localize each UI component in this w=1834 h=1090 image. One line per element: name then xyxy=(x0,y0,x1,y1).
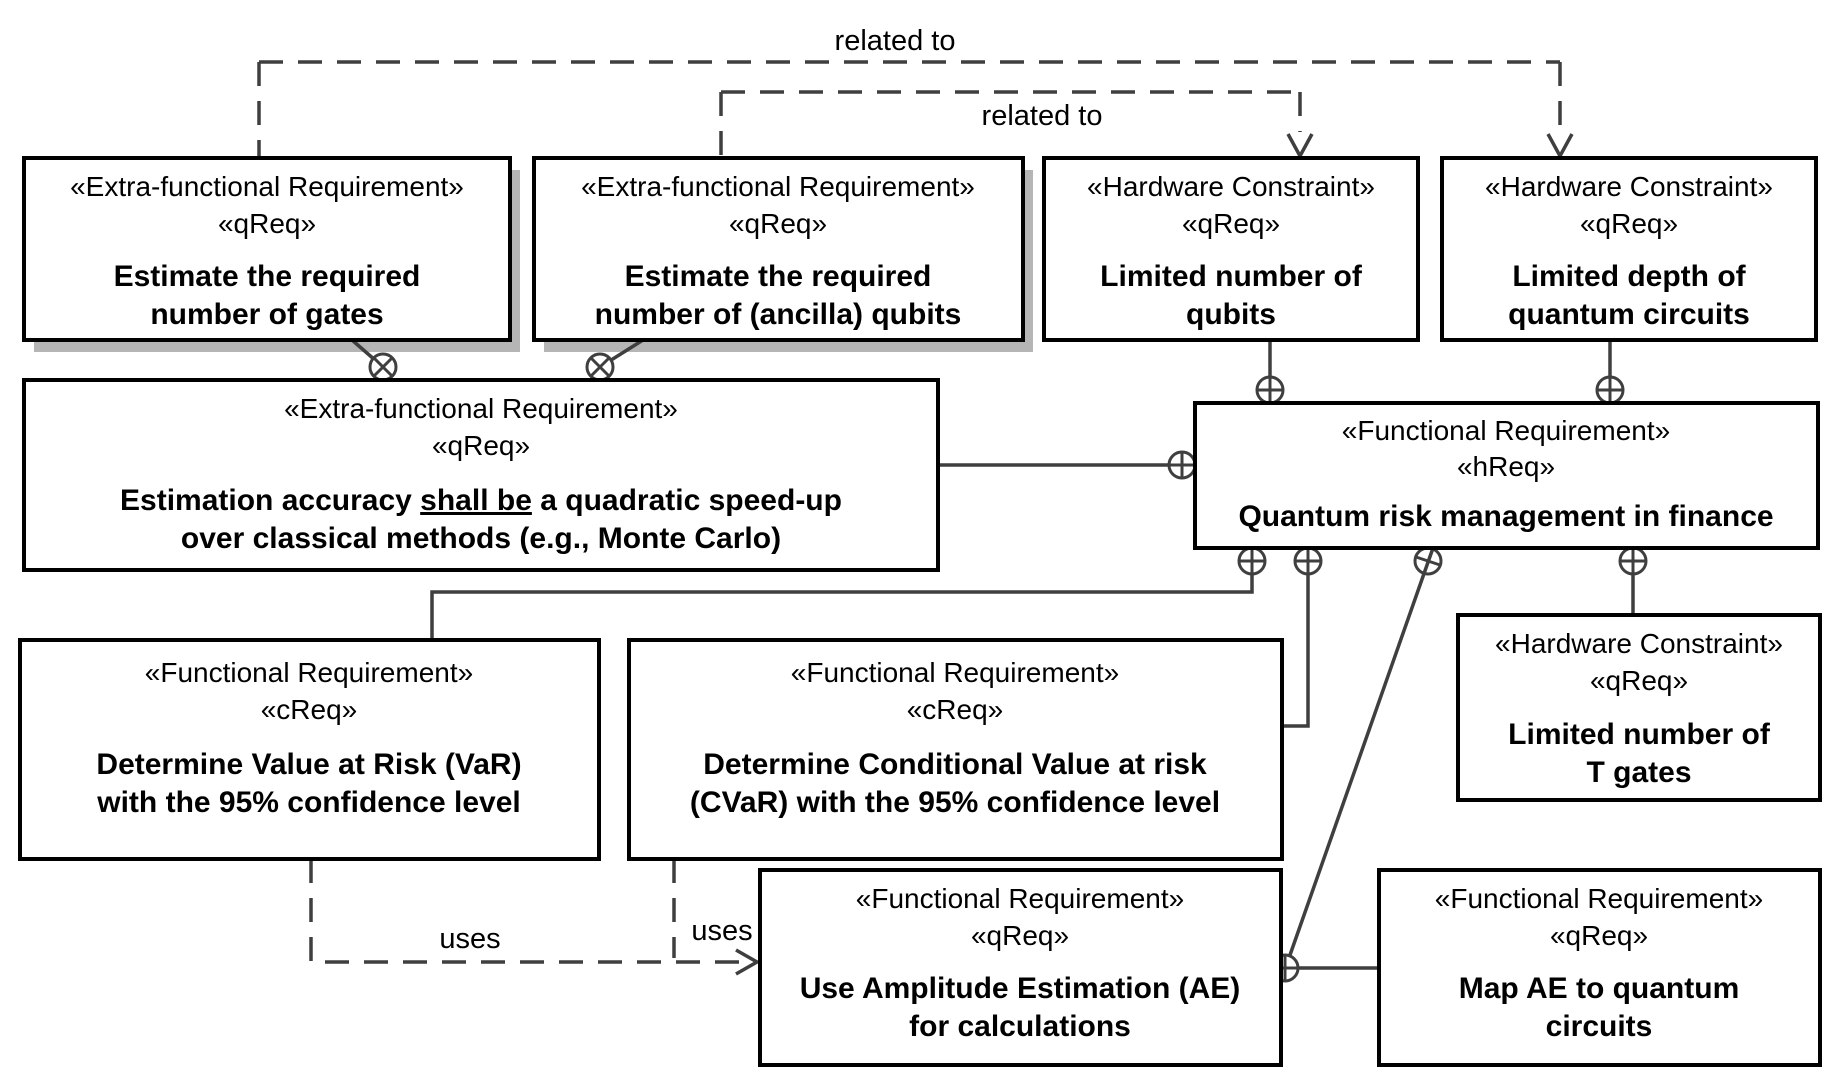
requirement-title: T gates xyxy=(1586,756,1691,789)
requirement-title: Quantum risk management in finance xyxy=(1238,500,1773,533)
requirement-title: Estimation accuracy shall be a quadratic… xyxy=(120,484,842,517)
containment-plus-mark xyxy=(1239,548,1265,574)
arrowhead-icon xyxy=(735,948,761,976)
stereotype-label: «qReq» xyxy=(1182,208,1280,239)
requirement-title: qubits xyxy=(1186,298,1276,331)
stereotype-label: «Hardware Constraint» xyxy=(1485,171,1773,202)
containment-line-cvar xyxy=(1282,561,1310,728)
requirement-title: number of gates xyxy=(150,298,383,331)
requirement-title: with the 95% confidence level xyxy=(96,786,520,819)
box-frame xyxy=(1042,156,1420,342)
stereotype-label: «Functional Requirement» xyxy=(145,657,473,688)
stereotype-label: «Functional Requirement» xyxy=(1435,883,1763,914)
box-frame xyxy=(22,156,512,342)
related-to-label-mid: related to xyxy=(982,100,1103,132)
related-to-label-top: related to xyxy=(835,25,956,57)
title-segment: Estimation accuracy xyxy=(120,484,420,517)
stereotype-label: «qReq» xyxy=(1580,208,1678,239)
title-segment: a quadratic speed-up xyxy=(532,484,842,517)
stereotype-label: «Functional Requirement» xyxy=(791,657,1119,688)
requirement-box-limited-t-gates: «Hardware Constraint» «qReq» Limited num… xyxy=(1456,613,1822,802)
stereotype-label: «qReq» xyxy=(1550,920,1648,951)
requirement-box-cvar: «Functional Requirement» «cReq» Determin… xyxy=(627,638,1284,861)
title-segment-underlined: shall be xyxy=(420,484,532,517)
requirement-title: Estimate the required xyxy=(625,260,932,293)
requirement-box-quantum-risk: «Functional Requirement» «hReq» Quantum … xyxy=(1193,401,1820,550)
requirement-box-var: «Functional Requirement» «cReq» Determin… xyxy=(18,638,601,861)
uses-label-var: uses xyxy=(439,923,500,955)
requirement-box-use-ae: «Functional Requirement» «qReq» Use Ampl… xyxy=(758,868,1283,1067)
requirement-title: Estimate the required xyxy=(114,260,421,293)
stereotype-label: «qReq» xyxy=(218,208,316,239)
requirement-title: over classical methods (e.g., Monte Carl… xyxy=(181,522,781,555)
containment-plus-mark xyxy=(1295,548,1321,574)
crossed-circle-x-mark xyxy=(372,356,394,378)
requirement-box-limited-qubits: «Hardware Constraint» «qReq» Limited num… xyxy=(1042,156,1420,342)
requirement-title: circuits xyxy=(1546,1010,1653,1043)
box-frame xyxy=(1193,401,1820,550)
requirement-title: Limited number of xyxy=(1100,260,1363,293)
requirement-title: Limited depth of xyxy=(1512,260,1746,293)
requirement-box-estimate-qubits: «Extra-functional Requirement» «qReq» Es… xyxy=(532,156,1025,342)
containment-line-use-ae xyxy=(1288,547,1435,956)
containment-plus-mark xyxy=(1169,452,1195,478)
containment-plus-mark xyxy=(1597,377,1623,403)
stereotype-label: «cReq» xyxy=(261,694,358,725)
stereotype-label: «Extra-functional Requirement» xyxy=(70,171,464,202)
containment-plus-mark xyxy=(1620,548,1646,574)
box-frame xyxy=(758,868,1283,1067)
containment-tick-mark xyxy=(1415,555,1441,567)
box-frame xyxy=(22,378,940,572)
box-frame xyxy=(532,156,1025,342)
containment-line-var xyxy=(430,561,1254,640)
uses-label-cvar: uses xyxy=(691,915,752,947)
stereotype-label: «cReq» xyxy=(907,694,1004,725)
stereotype-label: «Hardware Constraint» xyxy=(1087,171,1375,202)
stereotype-label: «Extra-functional Requirement» xyxy=(581,171,975,202)
stereotype-label: «Hardware Constraint» xyxy=(1495,628,1783,659)
stereotype-label: «qReq» xyxy=(971,920,1069,951)
arrowhead-icon xyxy=(1546,133,1574,160)
requirement-title: Limited number of xyxy=(1508,718,1771,751)
requirement-title: (CVaR) with the 95% confidence level xyxy=(690,786,1220,819)
requirement-title: Use Amplitude Estimation (AE) xyxy=(800,972,1241,1005)
box-frame xyxy=(627,638,1284,861)
crossed-circle-x-mark xyxy=(589,356,611,378)
requirement-title: Map AE to quantum xyxy=(1459,972,1740,1005)
box-frame xyxy=(1377,868,1822,1067)
stereotype-label: «qReq» xyxy=(1590,665,1688,696)
containment-plus-mark xyxy=(1257,377,1283,403)
requirement-box-map-ae: «Functional Requirement» «qReq» Map AE t… xyxy=(1377,868,1822,1067)
box-frame xyxy=(18,638,601,861)
stereotype-label: «qReq» xyxy=(729,208,827,239)
box-frame xyxy=(1456,613,1822,802)
stereotype-label: «Functional Requirement» xyxy=(856,883,1184,914)
requirement-box-estimation-accuracy: «Extra-functional Requirement» «qReq» Es… xyxy=(22,378,940,572)
stereotype-label: «Extra-functional Requirement» xyxy=(284,393,678,424)
stereotype-label: «hReq» xyxy=(1457,451,1555,482)
stereotype-label: «qReq» xyxy=(432,430,530,461)
requirement-box-limited-depth: «Hardware Constraint» «qReq» Limited dep… xyxy=(1440,156,1818,342)
requirement-title: Determine Value at Risk (VaR) xyxy=(96,748,521,781)
arrowhead-icon xyxy=(1286,133,1314,160)
requirement-title: quantum circuits xyxy=(1508,298,1750,331)
requirement-title: number of (ancilla) qubits xyxy=(595,298,962,331)
box-frame xyxy=(1440,156,1818,342)
stereotype-label: «Functional Requirement» xyxy=(1342,415,1670,446)
requirement-box-estimate-gates: «Extra-functional Requirement» «qReq» Es… xyxy=(22,156,512,342)
requirement-title: for calculations xyxy=(909,1010,1131,1043)
requirement-title: Determine Conditional Value at risk xyxy=(703,748,1207,781)
